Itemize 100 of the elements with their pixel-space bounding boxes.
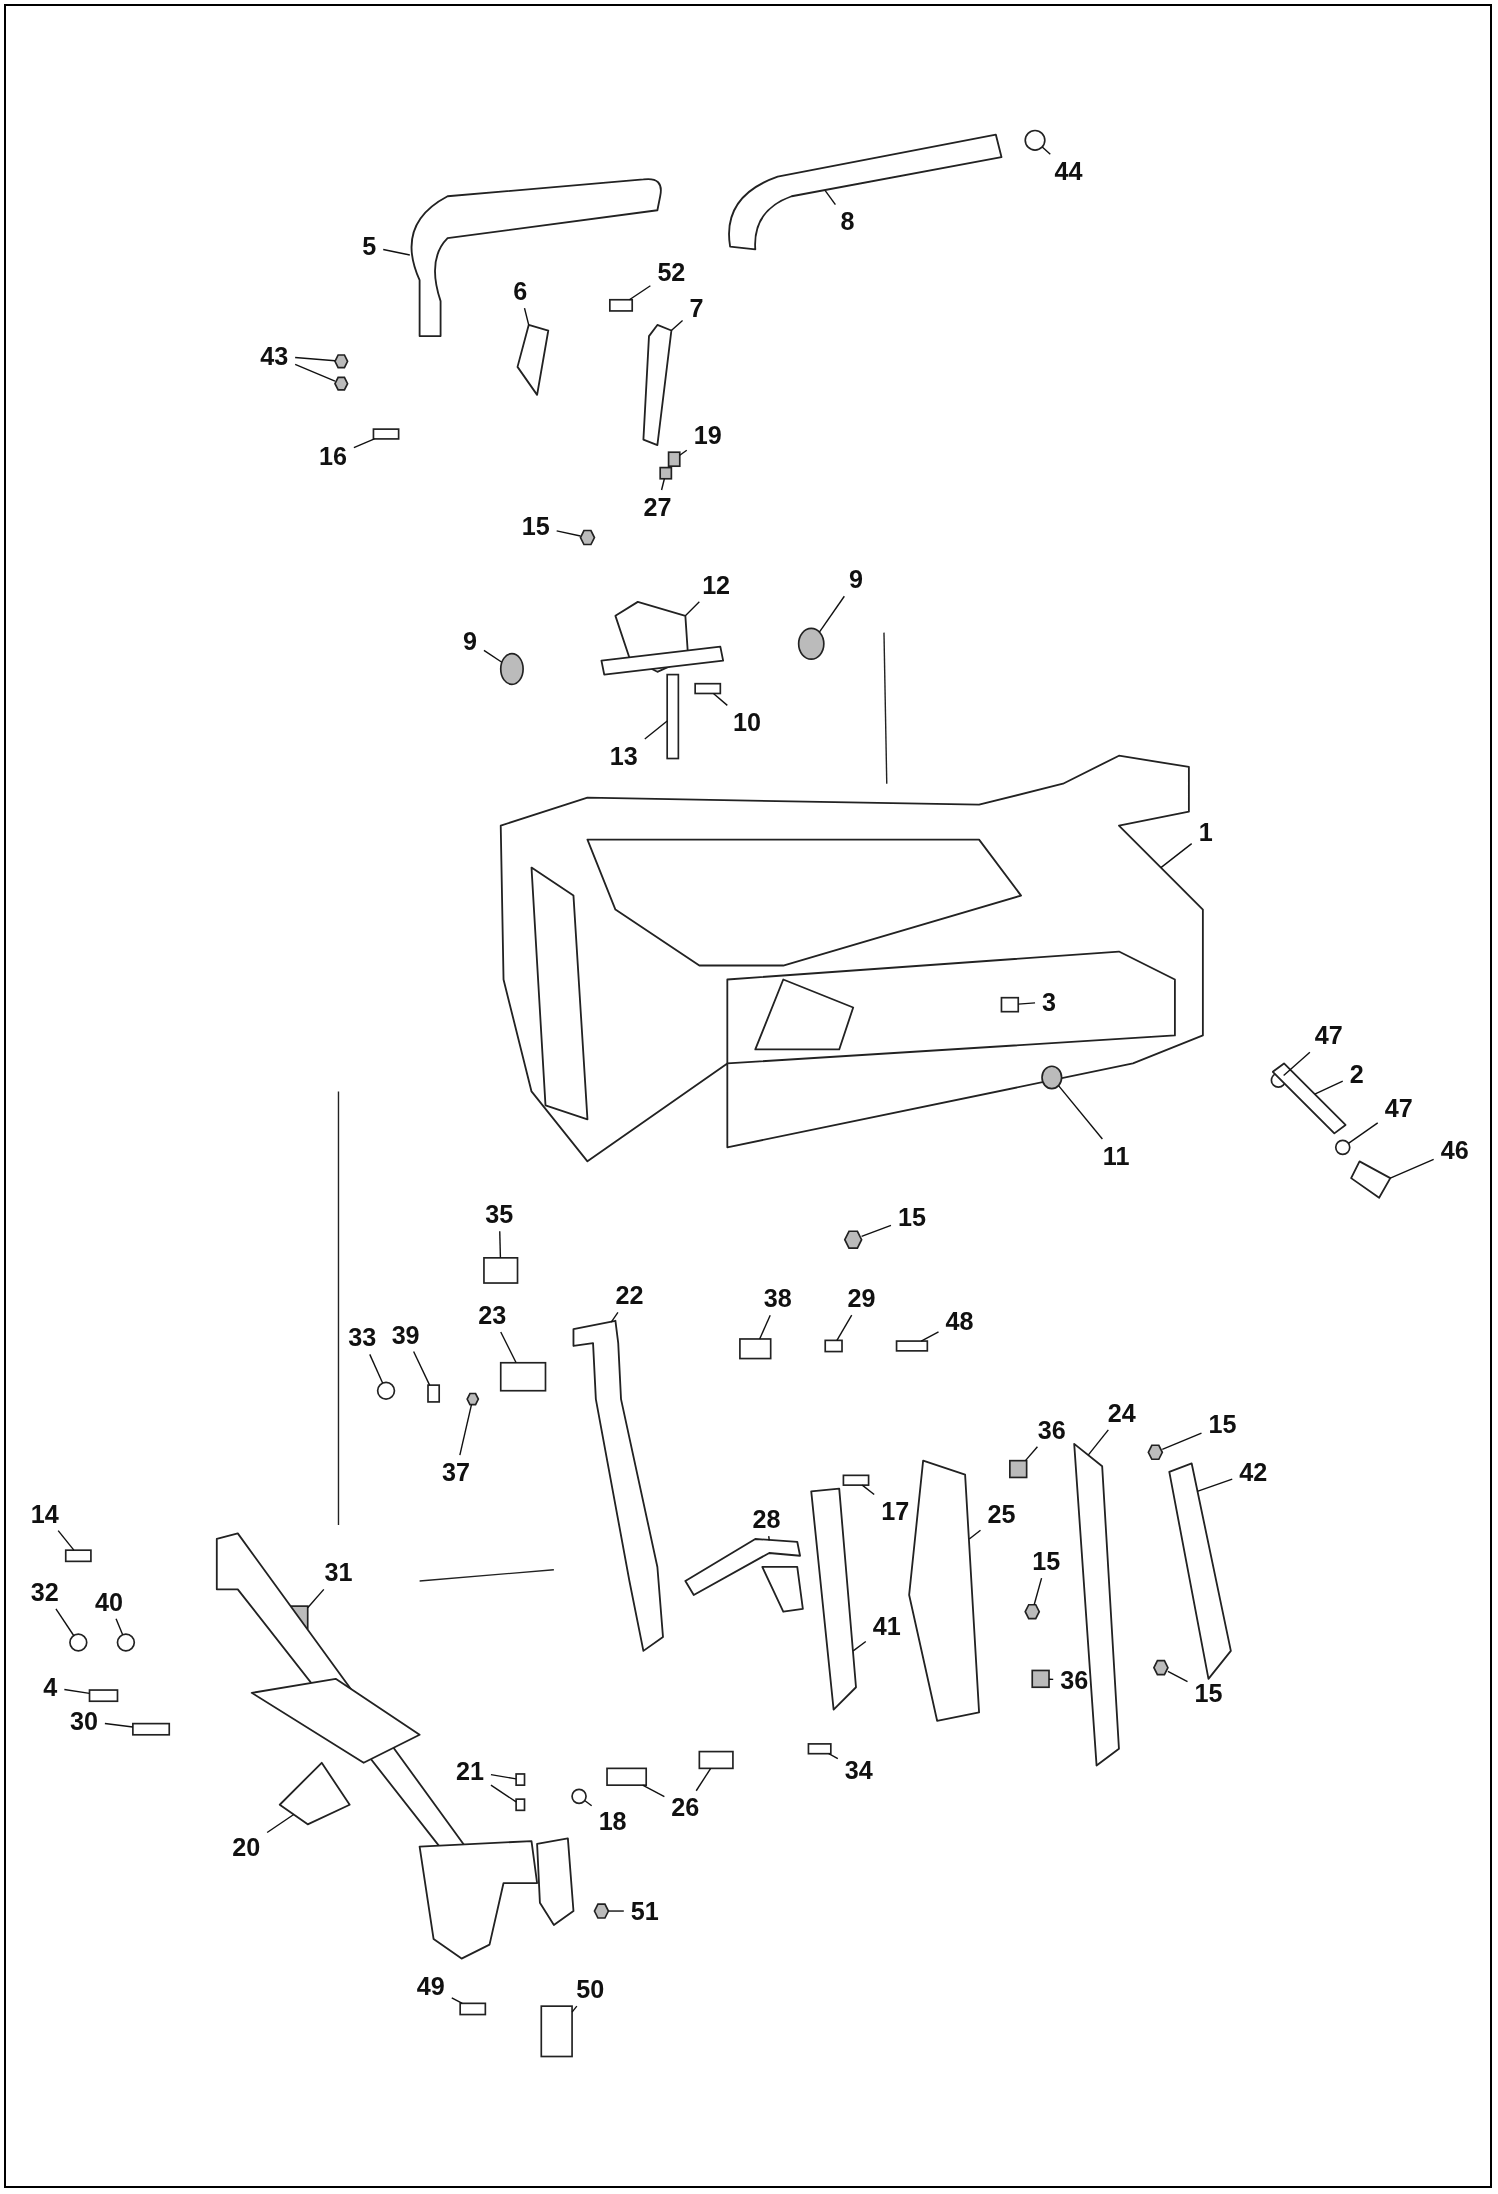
leader-line	[1033, 1577, 1043, 1606]
leader-line	[63, 1688, 91, 1695]
callout-number: 2	[1349, 1060, 1364, 1089]
callout-number: 10	[732, 707, 761, 736]
leader-line	[610, 1311, 619, 1323]
callout-number: 24	[1107, 1398, 1136, 1427]
leader-line	[860, 1224, 892, 1238]
plate	[1168, 1462, 1232, 1680]
leader-line	[1389, 1158, 1435, 1179]
washer	[1334, 1139, 1351, 1156]
callout-number: 15	[897, 1203, 926, 1232]
callout-number: 13	[609, 741, 638, 770]
callout-number: 28	[752, 1505, 781, 1534]
leader-line	[490, 1784, 517, 1803]
callout-number: 15	[1194, 1678, 1223, 1707]
bolt	[895, 1340, 929, 1352]
callout-number: 32	[30, 1577, 59, 1606]
leader-line	[861, 1484, 875, 1496]
callout-number: 34	[844, 1755, 873, 1784]
leader-line	[1048, 1678, 1054, 1681]
leader-line	[294, 356, 336, 362]
leader-line	[459, 1404, 473, 1456]
bracket	[516, 324, 550, 396]
bolt	[842, 1474, 870, 1486]
clip	[427, 1384, 441, 1403]
leader-line	[1041, 146, 1051, 155]
nut	[466, 1392, 480, 1406]
leader-line	[1087, 1429, 1109, 1456]
callout-number: 47	[1314, 1021, 1343, 1050]
bushing	[659, 466, 673, 480]
leader-line	[571, 2005, 578, 2013]
leader-line	[294, 363, 336, 382]
bushing	[797, 627, 825, 661]
leader-line	[852, 1640, 867, 1652]
pad	[483, 1257, 519, 1284]
washer	[116, 1633, 136, 1652]
leader-line	[1017, 1002, 1036, 1005]
callout-number: 29	[847, 1284, 876, 1313]
callout-number: 9	[849, 565, 863, 594]
callout-number: 36	[1037, 1415, 1066, 1444]
bracket	[739, 1338, 772, 1360]
bracket	[1000, 996, 1020, 1013]
leader-line	[57, 1529, 75, 1551]
nut	[1024, 1603, 1041, 1620]
leader-line	[307, 1588, 325, 1609]
bushing	[1031, 1669, 1050, 1689]
leader-line	[412, 1350, 431, 1386]
plate	[540, 2005, 573, 2058]
leader-line	[641, 1784, 666, 1798]
handle	[728, 133, 1003, 251]
leader-line	[768, 1535, 770, 1542]
callout-number: 47	[1384, 1094, 1413, 1122]
cable	[684, 1538, 804, 1613]
leader-line	[500, 1331, 517, 1364]
bolt	[609, 298, 634, 312]
callout-number: 8	[840, 207, 855, 236]
leader-line	[712, 692, 729, 707]
bolt	[372, 428, 400, 440]
callout-number: 17	[881, 1496, 910, 1525]
pin	[807, 1743, 832, 1755]
leader-line	[353, 438, 376, 449]
callout-number: 31	[324, 1558, 353, 1587]
nut	[593, 1903, 610, 1919]
callout-number: 7	[689, 293, 704, 322]
callout-number: 44	[1054, 156, 1083, 185]
leader-line	[1347, 1122, 1379, 1145]
bolt	[88, 1689, 119, 1703]
bracket	[600, 600, 725, 676]
clip	[515, 1773, 526, 1786]
bushing	[1041, 1065, 1063, 1090]
callout-number: 46	[1440, 1135, 1469, 1164]
callout-number: 14	[30, 1499, 59, 1528]
callout-number: 39	[391, 1320, 420, 1349]
plate	[908, 1459, 980, 1722]
washer	[571, 1788, 587, 1805]
callout-number: 16	[318, 442, 347, 471]
callout-number: 3	[1042, 987, 1056, 1016]
leader-line	[670, 319, 684, 332]
callout-number: 48	[945, 1306, 974, 1335]
leader-line	[483, 649, 503, 663]
bolt	[132, 1722, 171, 1736]
callout-number: 5	[362, 232, 377, 261]
callout-number: 50	[576, 1975, 605, 2004]
callout-number: 35	[485, 1200, 514, 1229]
callout-number: 15	[1208, 1410, 1237, 1439]
callout-number: 51	[630, 1896, 659, 1925]
leader-line	[824, 189, 837, 206]
leader-line	[382, 248, 411, 256]
nut	[843, 1230, 863, 1249]
callout-number: 37	[442, 1457, 470, 1486]
crossmember-drawing	[215, 1532, 575, 1960]
leader-line	[836, 1314, 853, 1342]
callout-number: 15	[521, 512, 550, 541]
spring	[1271, 1062, 1347, 1135]
callout-number: 19	[693, 421, 722, 450]
leader-line	[499, 1230, 502, 1259]
leader-line	[451, 1997, 463, 2005]
callout-number: 21	[455, 1757, 484, 1785]
clip	[515, 1798, 526, 1812]
leader-line	[628, 285, 652, 301]
